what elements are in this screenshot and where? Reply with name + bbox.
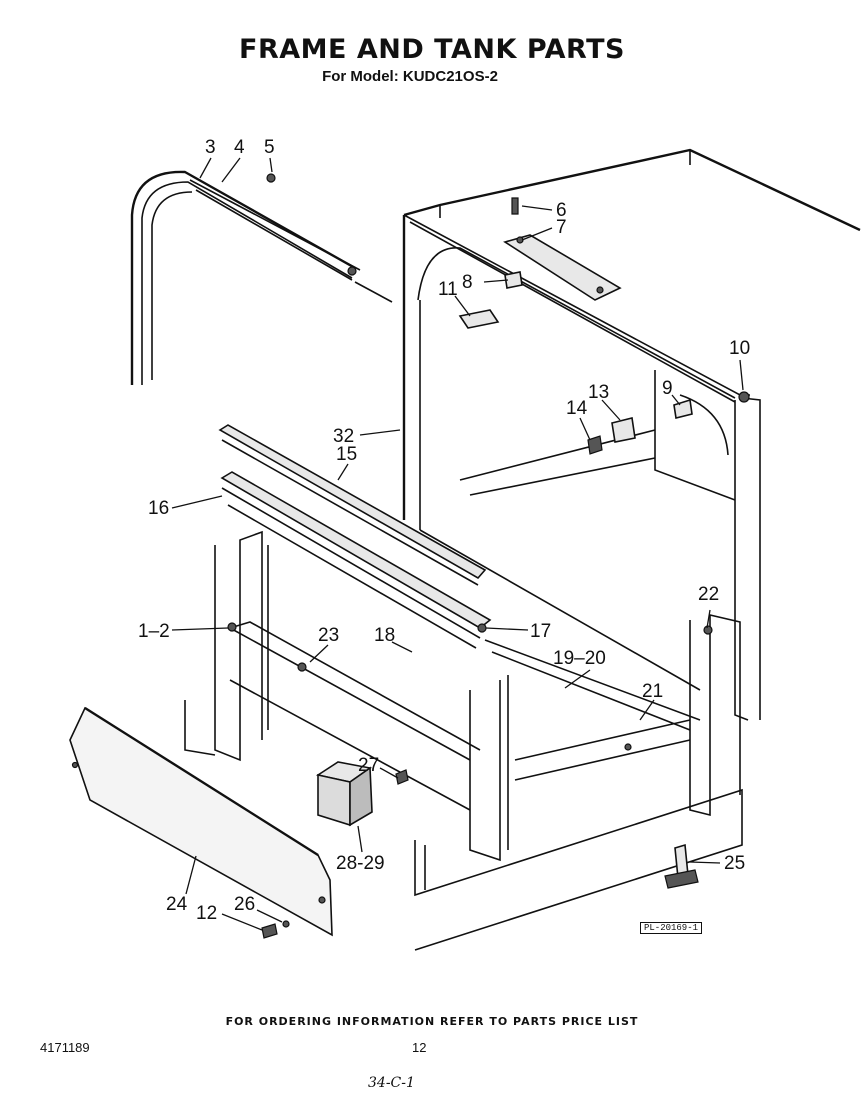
callout-labels: 3 4 5 6 7 8 11 10 9 13 14 32 15 16 17 1–… [138,137,750,924]
callout-5: 5 [264,137,275,158]
callout-25: 25 [724,853,745,874]
ordering-note: FOR ORDERING INFORMATION REFER TO PARTS … [225,1015,639,1028]
part-latch-hardware [587,391,750,455]
callout-21: 21 [642,681,663,702]
callout-13: 13 [588,382,609,403]
part-tank-frame [402,148,861,721]
callout-9: 9 [662,378,673,399]
handwritten-note: 34-C-1 [368,1075,415,1091]
page-number: 12 [412,1040,427,1055]
document-number: 4171189 [40,1040,90,1055]
part-control-module [315,761,373,827]
callout-17: 17 [530,621,551,642]
plate-reference: PL-20169-1 [640,922,703,934]
callout-16: 16 [148,498,169,519]
callout-15: 15 [336,444,357,465]
part-screws [261,769,409,939]
callout-1-2: 1–2 [138,621,170,642]
callout-18: 18 [374,625,395,646]
page-title: FRAME AND TANK PARTS [239,34,625,65]
callout-27: 27 [358,755,379,776]
callout-32: 32 [333,426,354,447]
callout-19-20: 19–20 [553,648,606,669]
callout-26: 26 [234,894,255,915]
callout-6: 6 [556,200,567,221]
callout-8: 8 [462,272,473,293]
part-left-frame [184,530,481,811]
part-door-seal-arch [130,170,356,385]
callout-7: 7 [556,217,567,238]
part-side-rails [218,424,492,649]
callout-28-29: 28-29 [336,853,385,874]
callout-23: 23 [318,625,339,646]
callout-4: 4 [234,137,245,158]
callout-12: 12 [196,903,217,924]
callout-14: 14 [566,398,588,419]
part-toe-kick-panel [69,706,333,937]
callout-10: 10 [729,338,750,359]
part-top-seal-strip [189,179,393,303]
leader-lines [171,157,744,931]
callout-24: 24 [166,894,188,915]
callout-11: 11 [438,279,458,300]
callout-3: 3 [205,137,216,158]
callout-22: 22 [698,584,719,605]
part-right-frame [414,613,743,951]
part-leveling-leg [664,843,699,889]
model-subtitle: For Model: KUDC21OS-2 [322,68,498,85]
part-clip [266,173,276,183]
